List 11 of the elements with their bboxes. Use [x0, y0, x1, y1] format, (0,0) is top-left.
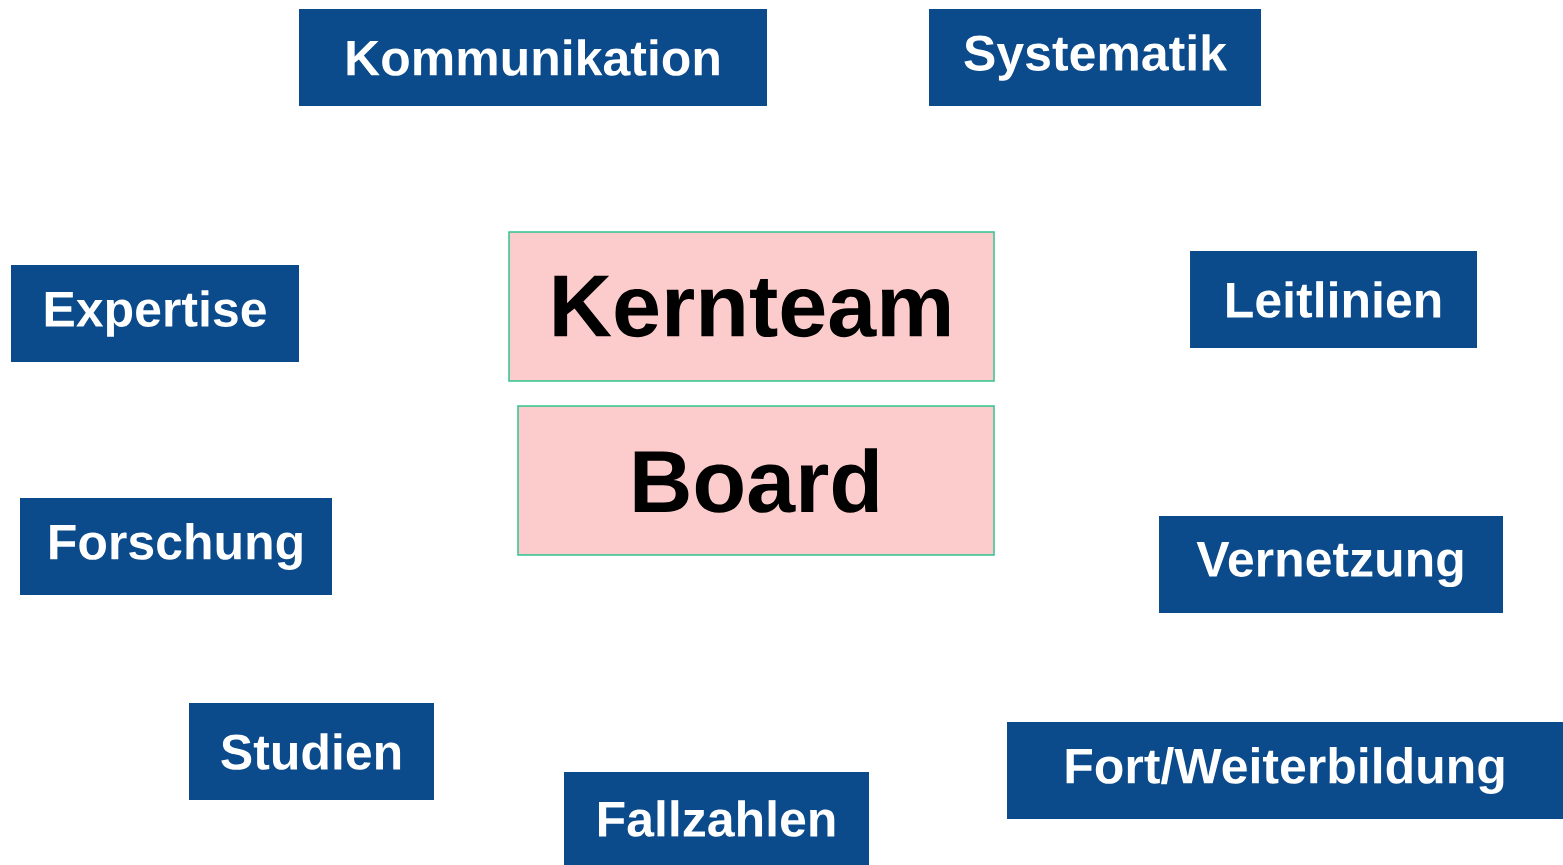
team-box: Kernteam [508, 231, 995, 382]
topic-box: Studien [189, 703, 434, 800]
topic-box: Fallzahlen [564, 772, 869, 865]
topic-box: Systematik [929, 9, 1261, 106]
topic-box: Vernetzung [1159, 516, 1503, 613]
topic-box: Fort/Weiterbildung [1007, 722, 1563, 819]
topic-box: Leitlinien [1190, 251, 1477, 348]
topic-box: Kommunikation [299, 9, 767, 106]
topic-box: Expertise [11, 265, 299, 362]
topic-box: Forschung [20, 498, 332, 595]
team-box: Board [517, 405, 995, 556]
